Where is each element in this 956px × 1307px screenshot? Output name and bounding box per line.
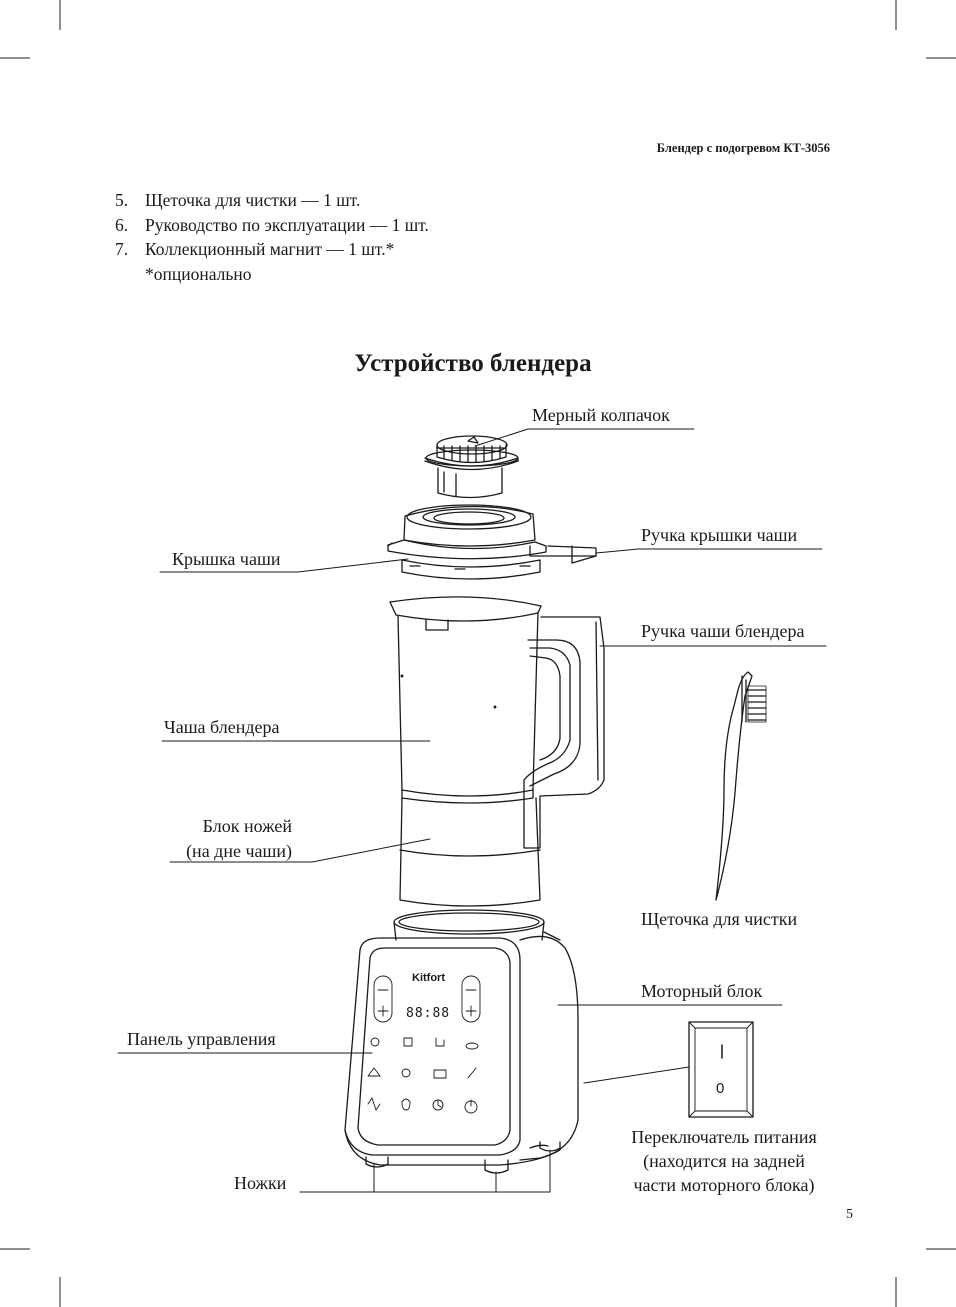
power-switch-drawing	[688, 1021, 754, 1118]
running-header: Блендер с подогревом КТ-3056	[656, 141, 830, 155]
label-feet: Ножки	[234, 1173, 287, 1193]
section-title: Устройство блендера	[354, 350, 592, 377]
label-measuring-cap: Мерный колпачок	[532, 405, 670, 425]
lid-drawing	[387, 504, 597, 580]
label-lid: Крышка чаши	[172, 549, 281, 569]
list-item-footnote: *опционально	[145, 263, 252, 284]
label-panel: Панель управления	[127, 1029, 276, 1049]
label-blade-block: Блок ножей (на дне чаши)	[186, 816, 292, 861]
label-power-switch: Переключатель питания (находится на задн…	[631, 1127, 817, 1195]
motor-base-drawing	[344, 909, 579, 1174]
jar-drawing	[389, 596, 605, 907]
measuring-cap-drawing	[424, 435, 519, 499]
label-lid-handle: Ручка крышки чаши	[641, 525, 798, 545]
list-item: 5. Щеточка для чистки — 1 шт.	[115, 190, 361, 210]
list-item: 7. Коллекционный магнит — 1 шт.*	[115, 239, 395, 259]
label-jar-handle: Ручка чаши блендера	[641, 621, 805, 641]
label-jar: Чаша блендера	[164, 717, 280, 737]
brush-drawing	[715, 671, 767, 901]
leader-lines	[117, 428, 827, 1193]
brand-logo: Kitfort	[412, 972, 445, 984]
label-motor: Моторный блок	[641, 981, 763, 1001]
switch-on-mark: I	[716, 1040, 720, 1056]
control-panel-drawing	[367, 975, 481, 1114]
page-number: 5	[846, 1207, 853, 1222]
switch-off-mark: 0	[716, 1080, 725, 1097]
list-item: 6. Руководство по эксплуатации — 1 шт.	[115, 214, 429, 235]
package-contents-list: 5. Щеточка для чистки — 1 шт. 6. Руковод…	[115, 188, 429, 286]
label-brush: Щеточка для чистки	[641, 909, 798, 929]
device-display: 88:88	[406, 1006, 451, 1021]
